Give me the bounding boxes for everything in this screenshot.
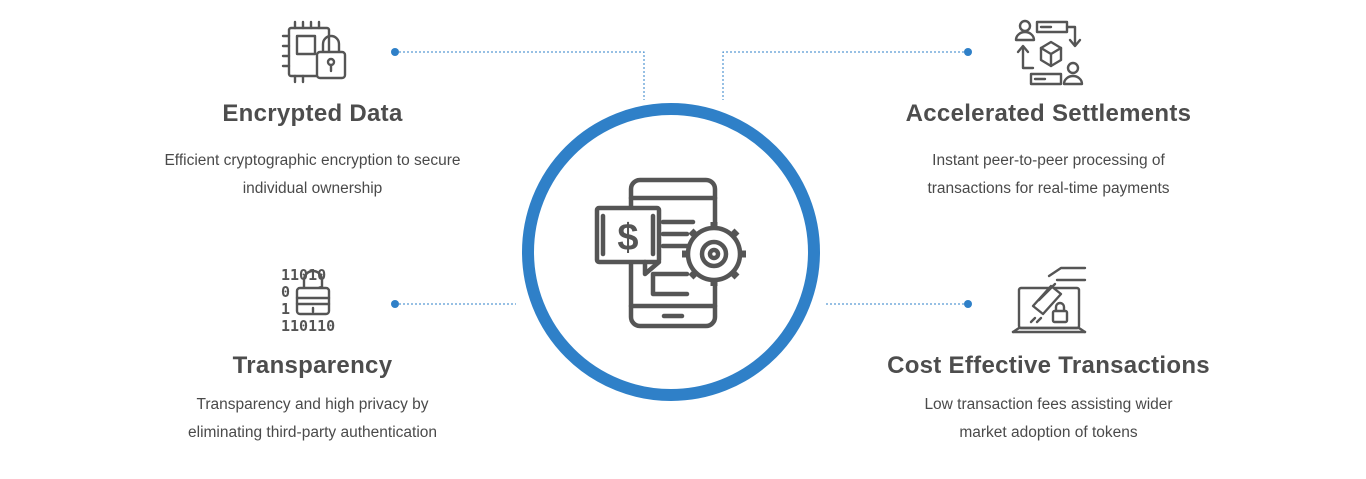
feature-description: Transparency and high privacy by elimina… — [188, 396, 437, 441]
connector-top-left — [395, 51, 645, 100]
feature-encrypted-data: Encrypted Data Efficient cryptographic e… — [130, 18, 495, 208]
feature-title: Transparency — [232, 352, 393, 379]
chip-lock-icon — [281, 20, 346, 84]
laptop-card-icon — [1011, 266, 1086, 334]
binary-lock-graphic: 11010 0 1 1 10 110110 — [281, 266, 335, 335]
svg-text:$: $ — [617, 217, 638, 259]
connector-dot-top-left — [391, 48, 399, 56]
center-circle: $ — [522, 103, 820, 401]
feature-title: Cost Effective Transactions — [887, 352, 1210, 379]
binary-lock-icon: 11010 0 1 1 10 110110 — [277, 266, 349, 336]
feature-description: Efficient cryptographic encryption to se… — [164, 152, 461, 197]
mobile-payment-gear-icon — [594, 177, 746, 329]
feature-title: Encrypted Data — [222, 100, 403, 127]
feature-transparency: 11010 0 1 1 10 110110 Transparency Trans… — [130, 266, 495, 456]
feature-title: Accelerated Settlements — [905, 100, 1192, 127]
connector-dot-bottom-right — [964, 300, 972, 308]
feature-description: Low transaction fees assisting wider mar… — [924, 396, 1173, 441]
connector-top-right — [722, 51, 968, 100]
feature-description: Instant peer-to-peer processing of trans… — [927, 152, 1170, 197]
connector-dot-bottom-left — [391, 300, 399, 308]
binary-row: 110110 — [281, 317, 335, 335]
feature-cost-effective-transactions: Cost Effective Transactions Low transact… — [866, 266, 1231, 456]
connector-dot-top-right — [964, 48, 972, 56]
feature-accelerated-settlements: Accelerated Settlements Instant peer-to-… — [866, 18, 1231, 208]
peer-exchange-icon — [1014, 19, 1083, 86]
